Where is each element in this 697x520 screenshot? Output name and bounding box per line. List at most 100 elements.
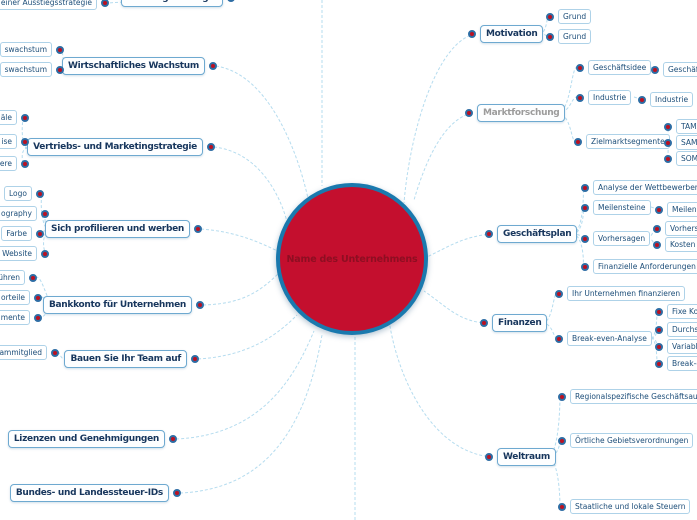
subtopic-meilensteine-child[interactable]: Meilens	[655, 202, 697, 217]
subtopic-regionalspezifische-geschaeftsaus[interactable]: Regionalspezifische Geschäftsaus	[558, 389, 697, 404]
topic-label[interactable]: Marktforschung	[477, 104, 566, 122]
topic-weltraum[interactable]: Weltraum	[485, 448, 556, 466]
subtopic-label[interactable]: ography	[0, 206, 37, 221]
topic-ausstiegsstrategie[interactable]: Ausstiegsstrategie	[120, 0, 235, 7]
subtopic-label[interactable]: swachstum	[0, 62, 52, 77]
subtopic-marketing-1[interactable]: äle	[0, 110, 29, 125]
subtopic-label[interactable]: orteile	[0, 290, 30, 305]
topic-bankkonto-fuer-unternehmen[interactable]: Bankkonto für Unternehmen	[42, 296, 204, 314]
subtopic-label[interactable]: Staatliche und lokale Steuern	[570, 499, 691, 514]
subtopic-tam[interactable]: TAM	[664, 119, 697, 134]
subtopic-som[interactable]: SOM	[664, 151, 697, 166]
subtopic-analyse-der-wettbewerber[interactable]: Analyse der Wettbewerber	[581, 180, 697, 195]
subtopic-label[interactable]: swachstum	[0, 42, 52, 57]
subtopic-geschaeftsidee-child[interactable]: Geschäfts	[651, 62, 697, 77]
subtopic-industrie[interactable]: Industrie	[576, 90, 632, 105]
topic-label[interactable]: Motivation	[480, 25, 544, 43]
subtopic-label[interactable]: TAM	[676, 119, 697, 134]
subtopic-vorhersagen-child-2[interactable]: Kosten d	[653, 237, 697, 252]
subtopic-wachstum-1[interactable]: swachstum	[0, 42, 64, 57]
subtopic-label[interactable]: Analyse der Wettbewerber	[593, 180, 697, 195]
subtopic-sam[interactable]: SAM	[664, 135, 697, 150]
subtopic-grund-2[interactable]: Grund	[546, 29, 592, 44]
subtopic-break-even-child[interactable]: Break-ev	[655, 356, 697, 371]
subtopic-label[interactable]: Finanzielle Anforderungen	[593, 259, 697, 274]
topic-bundes-und-landessteuer-ids[interactable]: Bundes- und Landessteuer-IDs	[9, 484, 181, 502]
subtopic-label[interactable]: Break-ev	[667, 356, 697, 371]
subtopic-label[interactable]: SAM	[676, 135, 697, 150]
subtopic-wachstum-2[interactable]: swachstum	[0, 62, 64, 77]
subtopic-label[interactable]: Geschäftsidee	[588, 60, 652, 75]
subtopic-meilensteine[interactable]: Meilensteine	[581, 200, 651, 215]
topic-sich-profilieren-und-werben[interactable]: Sich profilieren und werben	[45, 220, 202, 238]
subtopic-label[interactable]: Meilens	[667, 202, 697, 217]
subtopic-label[interactable]: Geschäfts	[663, 62, 697, 77]
subtopic-grund-1[interactable]: Grund	[546, 9, 592, 24]
subtopic-label[interactable]: ise	[0, 134, 17, 149]
topic-label[interactable]: Geschäftsplan	[497, 225, 578, 243]
subtopic-label[interactable]: äle	[0, 110, 17, 125]
subtopic-break-even-analyse[interactable]: Break-even-Analyse	[555, 331, 652, 346]
subtopic-vorteile[interactable]: orteile	[0, 290, 42, 305]
subtopic-gebuehren[interactable]: ühren	[0, 270, 37, 285]
topic-label[interactable]: Bauen Sie Ihr Team auf	[64, 350, 187, 368]
subtopic-variable[interactable]: Variable	[655, 339, 697, 354]
subtopic-label[interactable]: Ihr Unternehmen finanzieren	[567, 286, 686, 301]
topic-label[interactable]: Finanzen	[492, 314, 548, 332]
topic-label[interactable]: Lizenzen und Genehmigungen	[7, 430, 165, 448]
subtopic-label[interactable]: Farbe	[1, 226, 32, 241]
topic-label[interactable]: Bundes- und Landessteuer-IDs	[9, 484, 169, 502]
subtopic-label[interactable]: e einer Ausstiegsstrategie	[0, 0, 97, 10]
subtopic-logo[interactable]: Logo	[4, 186, 44, 201]
subtopic-industrie-child[interactable]: Industrie	[638, 92, 694, 107]
subtopic-label[interactable]: Zielmarktsegmente	[586, 134, 670, 149]
topic-label[interactable]: Wirtschaftliches Wachstum	[61, 57, 205, 75]
topic-vertriebs-marketingstrategie[interactable]: Vertriebs- und Marketingstrategie	[27, 138, 215, 156]
subtopic-ausstiegsstrategie-1[interactable]: e einer Ausstiegsstrategie	[0, 0, 109, 10]
subtopic-label[interactable]: Logo	[4, 186, 32, 201]
topic-label[interactable]: Bankkonto für Unternehmen	[42, 296, 192, 314]
subtopic-label[interactable]: Meilensteine	[593, 200, 651, 215]
subtopic-oertliche-gebietsverordnungen[interactable]: Örtliche Gebietsverordnungen	[558, 433, 694, 448]
subtopic-zielmarktsegmente[interactable]: Zielmarktsegmente	[574, 134, 670, 149]
subtopic-vorhersagen[interactable]: Vorhersagen	[581, 231, 651, 246]
subtopic-fixe-kosten[interactable]: Fixe Kost	[655, 304, 697, 319]
subtopic-finanzielle-anforderungen[interactable]: Finanzielle Anforderungen	[581, 259, 697, 274]
topic-label[interactable]: Ausstiegsstrategie	[120, 0, 223, 7]
subtopic-typography[interactable]: ography	[0, 206, 49, 221]
subtopic-label[interactable]: Variable	[667, 339, 697, 354]
topic-label[interactable]: Vertriebs- und Marketingstrategie	[27, 138, 203, 156]
subtopic-label[interactable]: Örtliche Gebietsverordnungen	[570, 433, 694, 448]
subtopic-label[interactable]: ammitglied	[0, 345, 47, 360]
topic-label[interactable]: Weltraum	[497, 448, 556, 466]
topic-geschaeftsplan[interactable]: Geschäftsplan	[485, 225, 578, 243]
subtopic-label[interactable]: SOM	[676, 151, 697, 166]
subtopic-label[interactable]: Industrie	[588, 90, 632, 105]
subtopic-label[interactable]: Website	[0, 246, 37, 261]
subtopic-label[interactable]: ühren	[0, 270, 25, 285]
topic-finanzen[interactable]: Finanzen	[480, 314, 548, 332]
subtopic-label[interactable]: ere	[0, 156, 17, 171]
subtopic-label[interactable]: Durchsch	[667, 322, 697, 337]
subtopic-label[interactable]: Fixe Kost	[667, 304, 697, 319]
subtopic-label[interactable]: Grund	[558, 9, 592, 24]
subtopic-dokumente[interactable]: mente	[0, 310, 42, 325]
topic-wirtschaftliches-wachstum[interactable]: Wirtschaftliches Wachstum	[61, 57, 217, 75]
subtopic-label[interactable]: Break-even-Analyse	[567, 331, 652, 346]
subtopic-label[interactable]: Kosten d	[665, 237, 697, 252]
subtopic-ihr-unternehmen-finanzieren[interactable]: Ihr Unternehmen finanzieren	[555, 286, 686, 301]
topic-marktforschung[interactable]: Marktforschung	[465, 104, 566, 122]
subtopic-label[interactable]: Industrie	[650, 92, 694, 107]
subtopic-label[interactable]: Vorhersagen	[593, 231, 651, 246]
topic-bauen-sie-ihr-team-auf[interactable]: Bauen Sie Ihr Team auf	[64, 350, 199, 368]
subtopic-label[interactable]: Regionalspezifische Geschäftsaus	[570, 389, 697, 404]
subtopic-label[interactable]: Grund	[558, 29, 592, 44]
central-topic[interactable]: Name des Unternehmens	[276, 183, 428, 335]
topic-label[interactable]: Sich profilieren und werben	[45, 220, 190, 238]
subtopic-website[interactable]: Website	[0, 246, 49, 261]
subtopic-vorhersagen-child-1[interactable]: Vorhers	[653, 221, 697, 236]
subtopic-teammitglied[interactable]: ammitglied	[0, 345, 59, 360]
topic-lizenzen-und-genehmigungen[interactable]: Lizenzen und Genehmigungen	[7, 430, 177, 448]
subtopic-farbe[interactable]: Farbe	[1, 226, 44, 241]
